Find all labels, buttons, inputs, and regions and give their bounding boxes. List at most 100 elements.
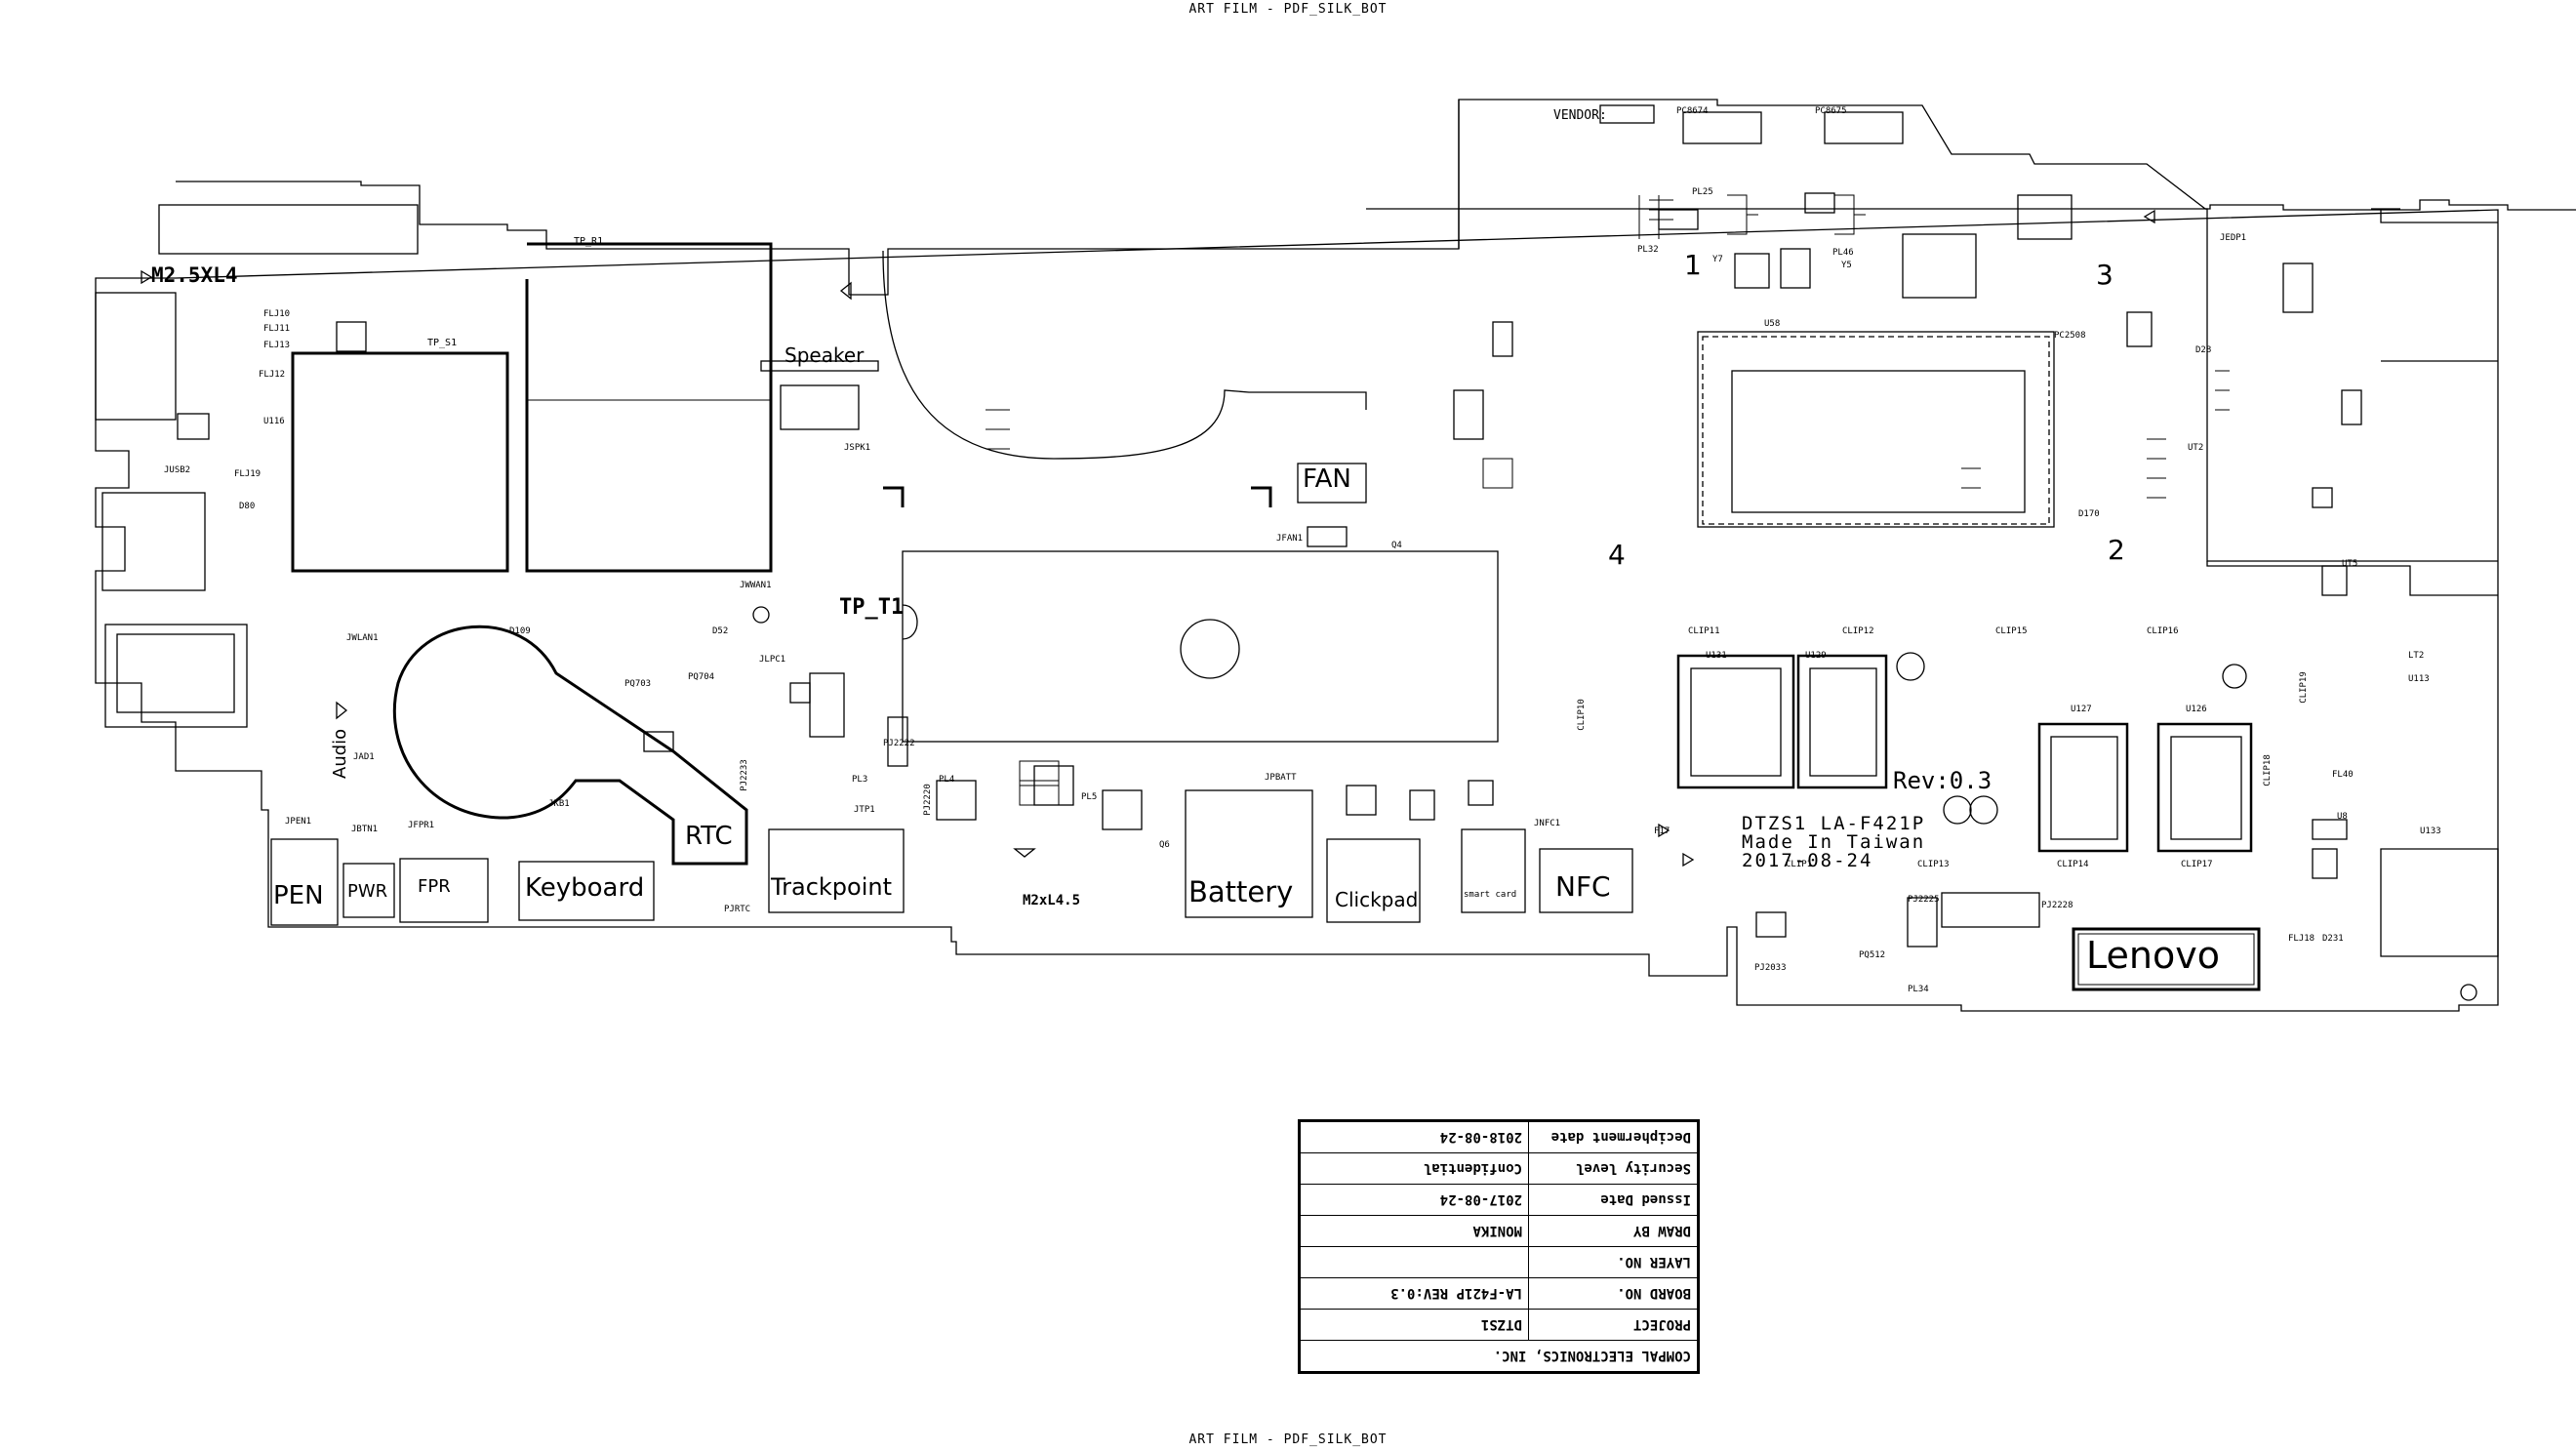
board-id-line: DTZS1 LA-F421P	[1742, 813, 1926, 834]
ref-ut2: UT2	[2188, 443, 2204, 453]
title-block-value: 2018-08-24	[1300, 1121, 1529, 1153]
title-block-key: LAYER NO.	[1528, 1246, 1698, 1278]
ref-d80: D80	[239, 502, 256, 511]
ref-clip12: CLIP12	[1842, 626, 1874, 636]
ref-d109: D109	[509, 626, 531, 636]
ref-d52: D52	[712, 626, 729, 636]
ref-pjrtc: PJRTC	[724, 905, 751, 914]
ref-pj2228: PJ2228	[2041, 901, 2073, 910]
ref-pc8675: PC8675	[1815, 106, 1847, 116]
board-revision: Rev:0.3	[1893, 767, 1992, 794]
title-block-key: Decipherment date	[1528, 1121, 1698, 1153]
title-block-company: COMPAL ELECTRONICS, INC.	[1300, 1340, 1698, 1372]
ref-pc8674: PC8674	[1676, 106, 1709, 116]
ref-flj12: FLJ12	[259, 370, 286, 380]
ref-y7: Y7	[1712, 255, 1723, 264]
ref-u127: U127	[2071, 705, 2092, 714]
connector-label-fpr: FPR	[418, 876, 451, 897]
ref-clip17: CLIP17	[2181, 860, 2213, 869]
ref-jedp1: JEDP1	[2220, 233, 2247, 243]
test-point-s1: TP_S1	[427, 338, 458, 348]
ref-jkb1: JKB1	[548, 799, 570, 809]
title-block-key: Security level	[1528, 1152, 1698, 1185]
ref-pj2222: PJ2222	[883, 739, 915, 748]
ref-jtp1: JTP1	[854, 805, 875, 815]
ref-u116: U116	[263, 417, 285, 426]
ref-flj10: FLJ10	[263, 309, 291, 319]
ref-pc2508: PC2508	[2054, 331, 2086, 341]
connector-label-smart-card: smart card	[1464, 890, 1517, 900]
title-block-value: MONIKA	[1300, 1215, 1529, 1247]
ref-pl5: PL5	[1081, 792, 1098, 802]
ref-y5: Y5	[1841, 261, 1852, 270]
ref-d231: D231	[2322, 934, 2344, 944]
title-block-value: Confidential	[1300, 1152, 1529, 1185]
ref-q6: Q6	[1159, 840, 1170, 850]
connector-label-pen: PEN	[273, 881, 324, 910]
ref-clip1: CLIP1	[1786, 860, 1813, 869]
ref-clip18: CLIP18	[2262, 754, 2273, 786]
ref-jwwan1: JWWAN1	[740, 581, 772, 590]
ref-flj19: FLJ19	[234, 469, 262, 479]
ref-pl46: PL46	[1832, 248, 1854, 258]
mount-label-a: M2.5XL4	[151, 263, 238, 287]
ref-pl34: PL34	[1908, 985, 1929, 994]
ref-fl40: FL40	[2332, 770, 2354, 780]
ref-pj2033: PJ2033	[1754, 963, 1787, 973]
title-block-value	[1300, 1246, 1529, 1278]
connector-label-rtc: RTC	[685, 822, 733, 851]
ref-clip14: CLIP14	[2057, 860, 2089, 869]
ref-pl25: PL25	[1692, 187, 1713, 197]
ref-u126: U126	[2186, 705, 2207, 714]
test-point-r1: TP_R1	[574, 236, 604, 247]
title-block-value: 2017-08-24	[1300, 1184, 1529, 1216]
ref-lt2: LT2	[2408, 651, 2425, 661]
ref-u58: U58	[1764, 319, 1781, 329]
ref-pl4: PL4	[939, 775, 955, 785]
ref-jusb2: JUSB2	[164, 465, 191, 475]
test-point-t1: TP_T1	[839, 595, 905, 620]
ref-pq704: PQ704	[688, 672, 715, 682]
ref-jwlan1: JWLAN1	[346, 633, 379, 643]
ref-d170: D170	[2078, 509, 2100, 519]
title-block-key: Issued Date	[1528, 1184, 1698, 1216]
ref-jad1: JAD1	[353, 752, 375, 762]
ref-u131: U131	[1706, 651, 1727, 661]
ref-jpbatt: JPBATT	[1265, 773, 1297, 783]
ref-ut5: UT5	[2342, 559, 2358, 569]
board-made-in-line: Made In Taiwan	[1742, 831, 1926, 853]
ref-u129: U129	[1805, 651, 1827, 661]
title-block-key: DRAW BY	[1528, 1215, 1698, 1247]
quadrant-1: 1	[1684, 249, 1702, 281]
ref-d28: D28	[2195, 345, 2212, 355]
connector-label-battery: Battery	[1188, 875, 1294, 908]
ref-jpen1: JPEN1	[285, 817, 312, 827]
ref-pj2220: PJ2220	[922, 784, 933, 816]
ref-clip10: CLIP10	[1576, 699, 1587, 731]
quadrant-3: 3	[2096, 259, 2113, 291]
title-block-value: LA-F421P REV:0.3	[1300, 1277, 1529, 1310]
ref-jbtn1: JBTN1	[351, 825, 379, 834]
quadrant-2: 2	[2108, 534, 2125, 566]
ref-u8: U8	[2337, 812, 2348, 822]
ref-clip15: CLIP15	[1995, 626, 2028, 636]
connector-label-audio: Audio	[330, 728, 350, 779]
connector-label-fan: FAN	[1303, 464, 1351, 494]
connector-label-trackpoint: Trackpoint	[771, 873, 893, 901]
ref-pj2233: PJ2233	[739, 759, 749, 791]
mount-label-b: M2xL4.5	[1023, 893, 1081, 908]
ref-jnfc1: JNFC1	[1534, 819, 1561, 828]
connector-label-pwr: PWR	[347, 881, 388, 902]
title-block-key: BOARD NO.	[1528, 1277, 1698, 1310]
header-bottom: ART FILM - PDF_SILK_BOT	[1188, 1432, 1388, 1447]
ref-u133: U133	[2420, 827, 2441, 836]
ref-clip16: CLIP16	[2147, 626, 2179, 636]
ref-jfpr1: JFPR1	[408, 821, 435, 830]
ref-clip11: CLIP11	[1688, 626, 1720, 636]
title-block-key: PROJECT	[1528, 1309, 1698, 1341]
vendor-label: VENDOR:	[1553, 108, 1607, 123]
ref-pj2225: PJ2225	[1908, 895, 1940, 905]
connector-label-keyboard: Keyboard	[525, 873, 645, 903]
